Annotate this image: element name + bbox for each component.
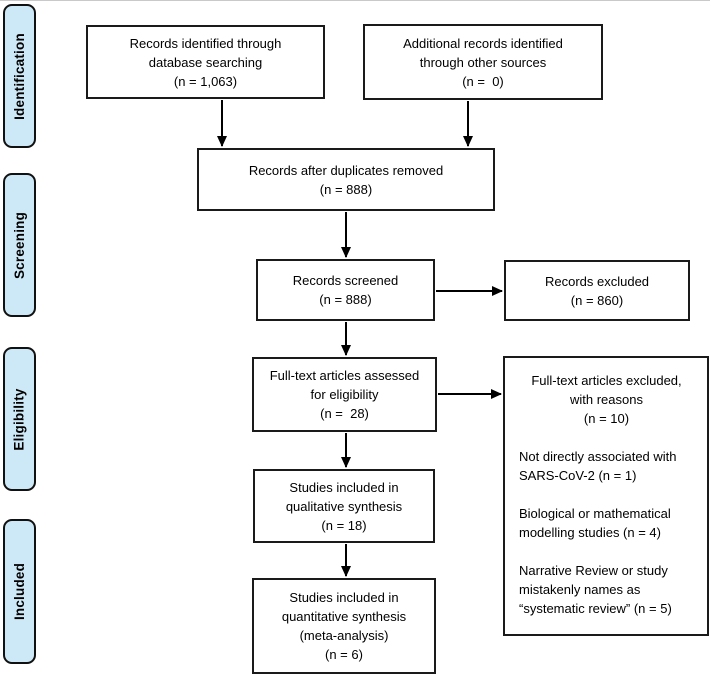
exclusion-reason: Biological or mathematical modelling stu… bbox=[519, 506, 671, 540]
box-additional-records: Additional records identified through ot… bbox=[363, 24, 603, 100]
box-records-after-duplicates: Records after duplicates removed (n = 88… bbox=[197, 148, 495, 211]
box-qualitative-synthesis: Studies included in qualitative synthesi… bbox=[253, 469, 435, 543]
fulltext-excluded-header: Full-text articles excluded, with reason… bbox=[531, 373, 682, 426]
stage-screening: Screening bbox=[3, 173, 36, 317]
box-fulltext-assessed: Full-text articles assessed for eligibil… bbox=[252, 357, 437, 432]
stage-eligibility: Eligibility bbox=[3, 347, 36, 491]
stage-screening-label: Screening bbox=[12, 211, 28, 279]
box-records-screened: Records screened (n = 888) bbox=[256, 259, 435, 321]
box-records-identified: Records identified through database sear… bbox=[86, 25, 325, 99]
stage-included: Included bbox=[3, 519, 36, 664]
box-quantitative-synthesis: Studies included in quantitative synthes… bbox=[252, 578, 436, 674]
exclusion-reason: Not directly associated with SARS-CoV-2 … bbox=[519, 449, 677, 483]
stage-identification: Identification bbox=[3, 4, 36, 148]
stage-eligibility-label: Eligibility bbox=[12, 387, 27, 451]
stage-identification-label: Identification bbox=[12, 32, 27, 120]
box-records-excluded: Records excluded (n = 860) bbox=[504, 260, 690, 321]
stage-included-label: Included bbox=[12, 562, 28, 621]
box-fulltext-excluded-reasons: Full-text articles excluded, with reason… bbox=[503, 356, 709, 636]
exclusion-reason: Narrative Review or study mistakenly nam… bbox=[519, 563, 672, 616]
